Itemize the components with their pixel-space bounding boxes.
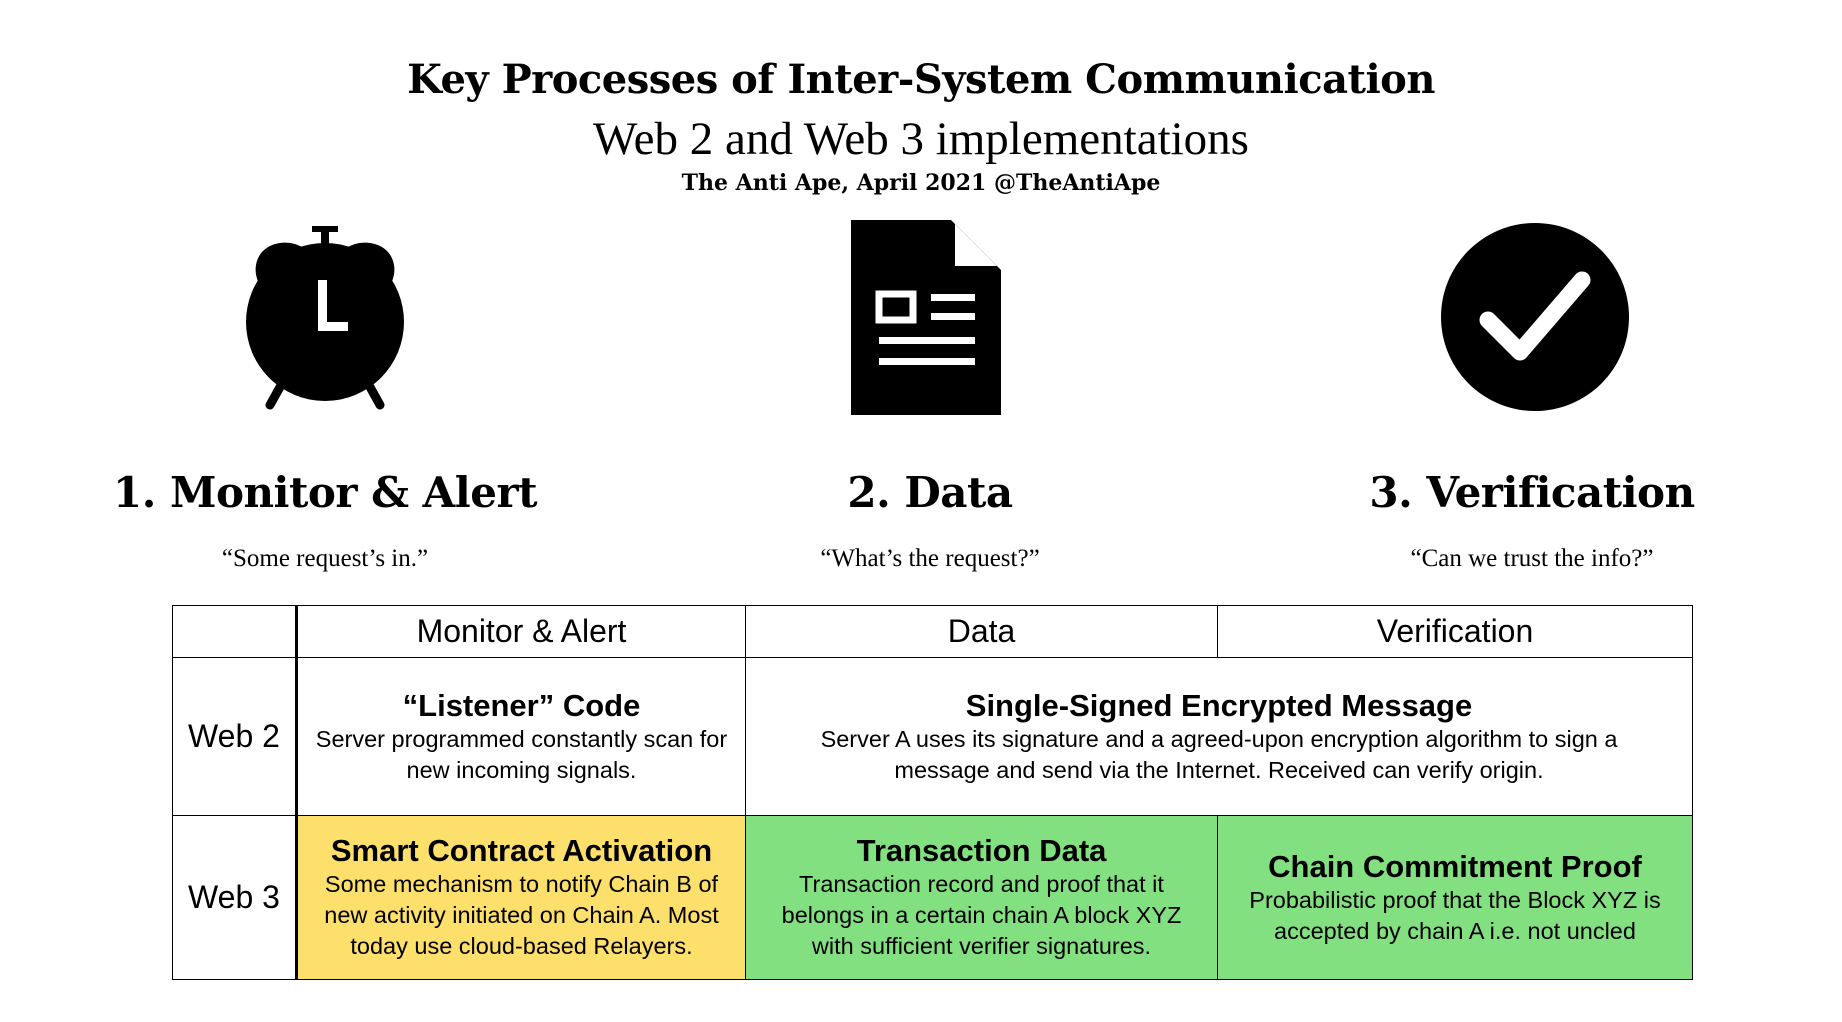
page-title: Key Processes of Inter-System Communicat… <box>407 56 1435 103</box>
cell-body: Server A uses its signature and a agreed… <box>820 725 1618 783</box>
step-title: 2. Data <box>847 468 1013 517</box>
cell-body: Transaction record and proof that it bel… <box>781 871 1182 959</box>
table-row-web3: Web 3 Smart Contract Activation Some mec… <box>172 815 1693 980</box>
cell-title: Chain Commitment Proof <box>1268 848 1642 884</box>
cell-web2-monitor: “Listener” Code Server programmed consta… <box>296 657 746 816</box>
row-label-web3: Web 3 <box>172 815 298 980</box>
comparison-table: Monitor & Alert Data Verification Web 2 … <box>172 605 1693 980</box>
page-subtitle: Web 2 and Web 3 implementations <box>593 113 1249 165</box>
corner-cell <box>172 605 298 658</box>
step-data: 2. Data “What’s the request?” <box>580 468 1280 573</box>
cell-title: “Listener” Code <box>402 687 641 723</box>
cell-body: Some mechanism to notify Chain B of new … <box>324 871 719 959</box>
cell-title: Single-Signed Encrypted Message <box>965 687 1473 723</box>
table-header-row: Monitor & Alert Data Verification <box>172 605 1693 658</box>
cell-web2-data-verification: Single-Signed Encrypted Message Server A… <box>745 657 1693 816</box>
cell-body: Server programmed constantly scan for ne… <box>315 725 728 783</box>
row-label-web2: Web 2 <box>172 657 298 816</box>
cell-web3-verification: Chain Commitment Proof Probabilistic pro… <box>1217 815 1693 980</box>
cell-web3-data: Transaction Data Transaction record and … <box>745 815 1218 980</box>
step-quote: “Some request’s in.” <box>221 545 429 572</box>
document-icon <box>851 220 1001 415</box>
step-title: 1. Monitor & Alert <box>113 468 537 517</box>
column-header-monitor: Monitor & Alert <box>296 605 746 658</box>
byline: The Anti Ape, April 2021 @TheAntiApe <box>681 170 1161 196</box>
cell-web3-monitor: Smart Contract Activation Some mechanism… <box>296 815 746 980</box>
table-row-web2: Web 2 “Listener” Code Server programmed … <box>172 657 1693 816</box>
step-quote: “Can we trust the info?” <box>1410 545 1654 572</box>
checkmark-circle-icon <box>1441 223 1629 411</box>
column-header-data: Data <box>745 605 1218 658</box>
cell-body: Probabilistic proof that the Block XYZ i… <box>1249 886 1661 944</box>
cell-title: Smart Contract Activation <box>330 833 713 868</box>
column-header-verification: Verification <box>1217 605 1693 658</box>
alarm-clock-icon <box>246 226 404 410</box>
step-title: 3. Verification <box>1369 468 1695 517</box>
step-monitor-alert: 1. Monitor & Alert “Some request’s in.” <box>0 468 675 573</box>
step-quote: “What’s the request?” <box>820 545 1040 572</box>
cell-title: Transaction Data <box>856 833 1107 868</box>
step-verification: 3. Verification “Can we trust the info?” <box>1182 468 1842 573</box>
